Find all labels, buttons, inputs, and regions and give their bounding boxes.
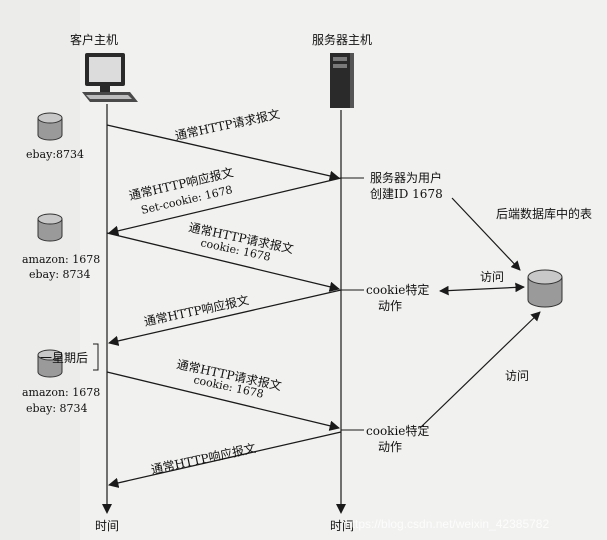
backend-label: 后端数据库中的表 (496, 206, 592, 221)
message-arrow (107, 431, 342, 488)
cookie-file-entry: ebay:8734 (26, 148, 84, 161)
client-title: 客户主机 (70, 32, 118, 47)
backend-pointer-arrow (451, 197, 521, 271)
server-time-label: 时间 (330, 519, 354, 533)
message-arrow (106, 371, 341, 431)
message-arrow (107, 177, 342, 236)
access-arrow-2: 访问 (419, 311, 541, 429)
watermark: https://blog.csdn.net/weixin_42385782 (345, 517, 549, 531)
client-time-arrow-icon (102, 504, 112, 514)
database-icon (527, 269, 563, 308)
server-action-text: cookie特定 (366, 423, 429, 438)
cookie-file-entry: ebay: 8734 (26, 402, 88, 415)
server-action-text: 创建ID 1678 (370, 187, 443, 201)
server-action-text: 动作 (378, 299, 402, 313)
client-computer-icon (82, 53, 138, 102)
cookie-file-3: amazon: 1678 ebay: 8734 (22, 349, 100, 415)
server-action-text: 服务器为用户 (370, 170, 442, 185)
client-time-label: 时间 (95, 519, 119, 533)
server-time-arrow-icon (336, 504, 346, 514)
cookie-file-entry: ebay: 8734 (29, 268, 91, 281)
access-label: 访问 (480, 270, 504, 284)
access-arrow-1: 访问 (439, 270, 525, 296)
server-action-1: 服务器为用户 创建ID 1678 (341, 170, 443, 201)
backend-database: 后端数据库中的表 (451, 197, 592, 308)
server-action-3: cookie特定 动作 (341, 423, 429, 454)
message-arrow (106, 124, 341, 181)
cookie-file-entry: amazon: 1678 (22, 386, 100, 399)
server-title: 服务器主机 (312, 32, 372, 47)
server-action-text: 动作 (378, 440, 402, 454)
database-icon (37, 112, 63, 141)
server-action-text: cookie特定 (366, 282, 429, 297)
database-icon (37, 349, 63, 378)
message-arrow (107, 289, 342, 346)
cookie-file-2: amazon: 1678 ebay: 8734 (22, 213, 100, 281)
week-later-label: 一星期后 (40, 351, 88, 365)
message-arrow (106, 232, 341, 292)
access-label: 访问 (505, 369, 529, 383)
cookie-file-entry: amazon: 1678 (22, 253, 100, 266)
week-later-bracket: 一星期后 (40, 343, 99, 371)
server-tower-icon (330, 53, 354, 108)
cookie-file-1: ebay:8734 (26, 112, 84, 161)
server-action-2: cookie特定 动作 (341, 282, 429, 313)
database-icon (37, 213, 63, 242)
